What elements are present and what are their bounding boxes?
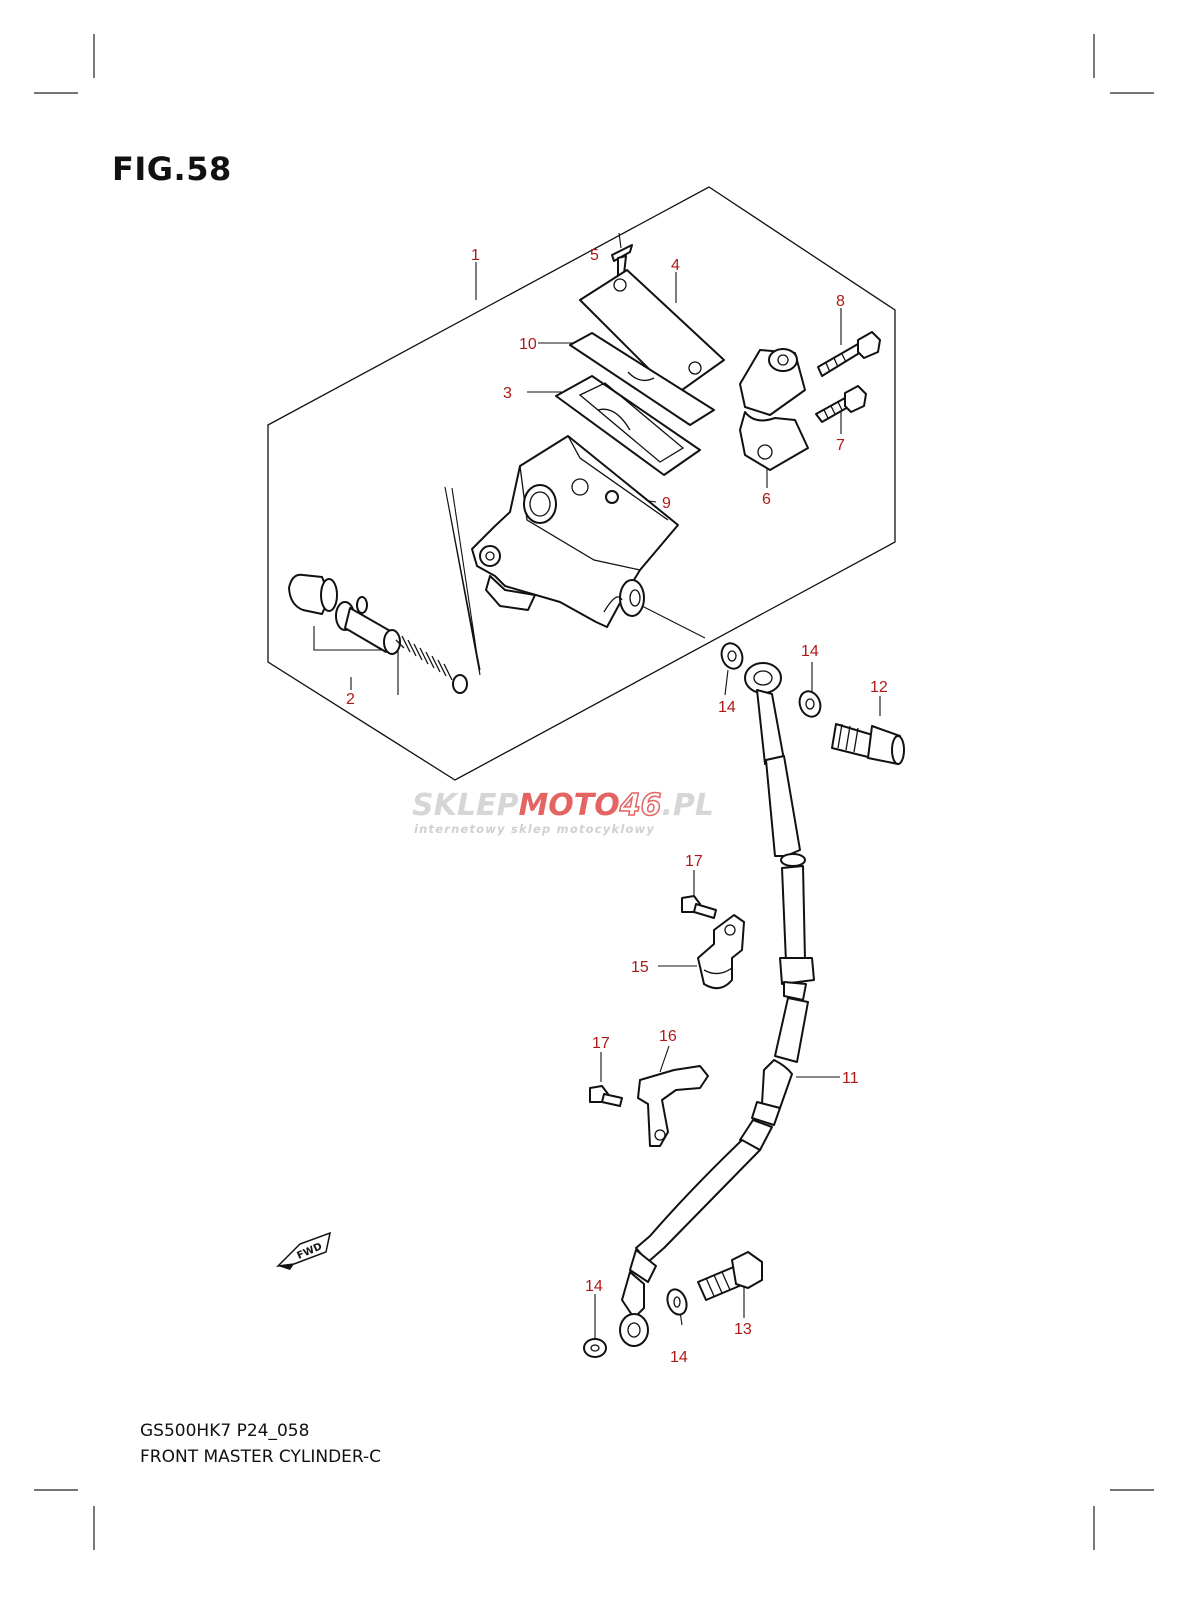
watermark-brand-1: SKLEP [412, 788, 518, 823]
crop-marks [34, 34, 1154, 1550]
callout-4: 4 [671, 257, 680, 274]
callout-12: 12 [870, 679, 888, 696]
callout-labels: 1 2 3 4 5 6 7 8 9 10 11 12 13 14 14 14 1… [346, 247, 888, 1366]
leader-lines [313, 232, 881, 1340]
union-bolt-part-13 [697, 1251, 763, 1301]
callout-6: 6 [762, 491, 771, 508]
callout-9: 9 [662, 495, 671, 512]
bolt-part-17 [589, 895, 717, 1107]
callout-3: 3 [503, 385, 512, 402]
diaphragm-part-3 [555, 375, 701, 476]
clamp-part-15 [697, 914, 745, 990]
assembly-outline [267, 186, 896, 781]
callout-14-c: 14 [585, 1278, 603, 1295]
watermark-brand-2: MOTO [518, 788, 619, 823]
reservoir-cap-part-4 [579, 269, 725, 396]
callout-8: 8 [836, 293, 845, 310]
callout-14-a: 14 [718, 699, 736, 716]
holder-clamp-part-6 [739, 348, 809, 471]
callout-13: 13 [734, 1321, 752, 1338]
callout-16: 16 [659, 1028, 677, 1045]
bolt-part-7 [815, 385, 867, 423]
callout-1: 1 [471, 247, 480, 264]
watermark-brand-num: 46 [619, 788, 662, 823]
callout-17-a: 17 [685, 853, 703, 870]
callout-14-d: 14 [670, 1349, 688, 1366]
model-code: GS500HK7 P24_058 [140, 1421, 310, 1441]
union-bolt-part-12 [831, 723, 905, 765]
fwd-arrow-icon: FWD [275, 1231, 332, 1270]
callout-7: 7 [836, 437, 845, 454]
screw-part-9 [605, 490, 619, 504]
master-cylinder-body [471, 435, 679, 628]
figure-title: FIG.58 [112, 150, 232, 188]
callout-2: 2 [346, 691, 355, 708]
watermark: SKLEPMOTO46.PL internetowy sklep motocyk… [412, 787, 714, 836]
bolt-part-8 [817, 331, 881, 377]
callout-11: 11 [842, 1070, 859, 1087]
callout-5: 5 [590, 247, 599, 264]
washer-part-14 [583, 642, 822, 1358]
svg-text:SKLEPMOTO46.PL: SKLEPMOTO46.PL [412, 788, 714, 823]
watermark-brand-tld: .PL [662, 788, 715, 823]
callout-10: 10 [519, 336, 537, 353]
clamp-part-16 [637, 1065, 709, 1147]
callout-14-b: 14 [801, 643, 819, 660]
assembly-name: FRONT MASTER CYLINDER-C [140, 1447, 382, 1467]
piston-set-part-2 [288, 573, 468, 694]
diaphragm-plate-part-10 [569, 332, 715, 426]
callout-17-b: 17 [592, 1035, 610, 1052]
watermark-tagline: internetowy sklep motocyklowy [414, 822, 655, 836]
brake-hose-part-11 [619, 662, 815, 1347]
callout-15: 15 [631, 959, 649, 976]
